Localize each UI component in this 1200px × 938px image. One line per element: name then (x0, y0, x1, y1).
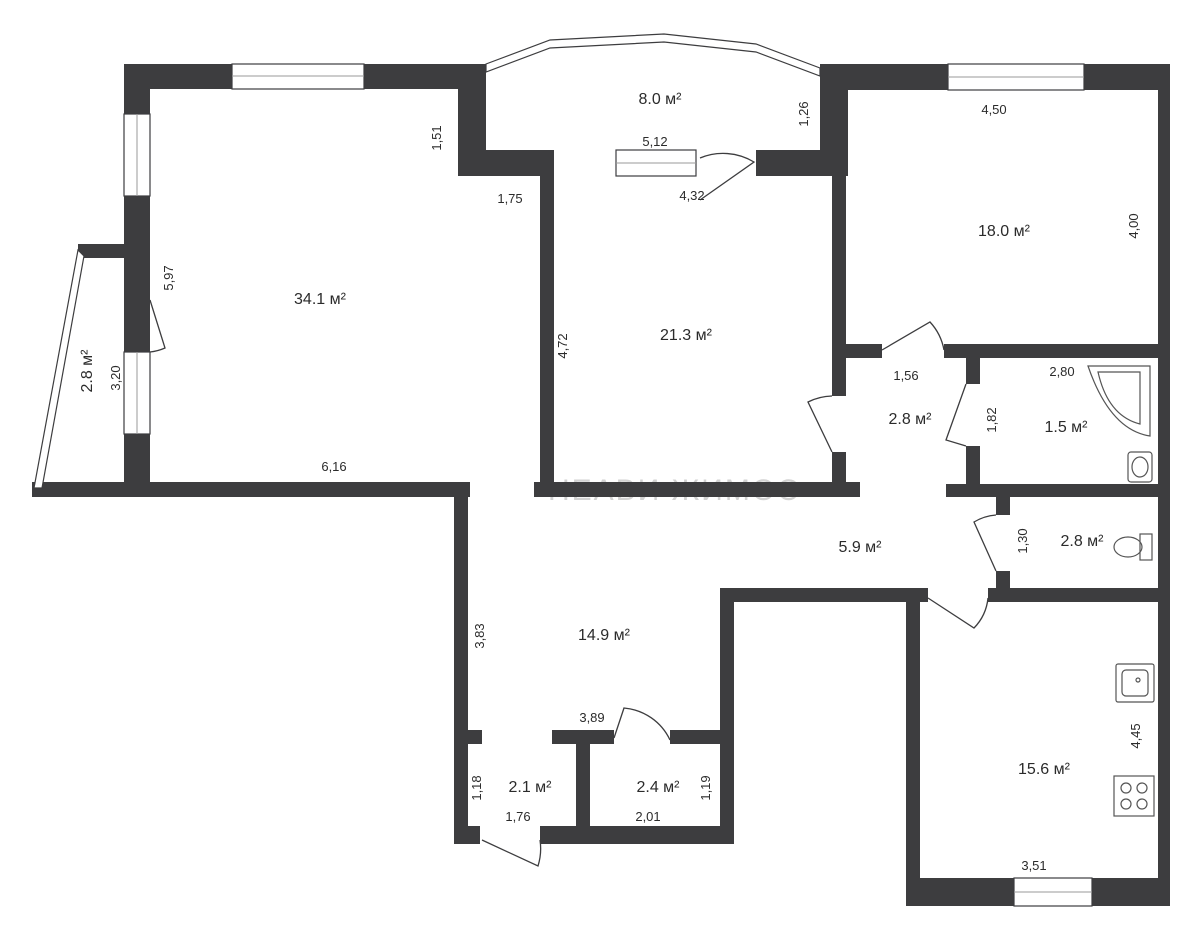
sink-icon (1127, 451, 1153, 483)
area-labels: 34.1 м² 8.0 м² 21.3 м² 18.0 м² 2.8 м² 2.… (79, 91, 1104, 796)
dim-label: 4,45 (1128, 723, 1143, 748)
area-corridor: 5.9 м² (838, 539, 882, 556)
kitchen-sink-icon (1115, 663, 1155, 703)
bathtub-icon (1087, 365, 1151, 437)
dim-label: 1,76 (505, 809, 530, 824)
dim-label: 2,80 (1049, 364, 1074, 379)
dim-label: 3,51 (1021, 858, 1046, 873)
area-hall-small: 2.8 м² (888, 411, 932, 428)
dimension-labels: 1,51 1,75 5,97 3,20 6,16 5,12 4,32 1,26 … (108, 101, 1143, 873)
dim-label: 5,97 (161, 265, 176, 290)
area-bedroom-right: 18.0 м² (978, 223, 1031, 240)
dim-label: 1,18 (469, 775, 484, 800)
fixtures (1087, 365, 1155, 817)
dim-label: 1,51 (429, 125, 444, 150)
doors (149, 152, 997, 867)
dim-label: 3,83 (472, 623, 487, 648)
area-toilet: 2.8 м² (1060, 533, 1104, 550)
area-entrance-hall: 14.9 м² (578, 627, 631, 644)
area-bedroom-middle: 21.3 м² (660, 327, 713, 344)
windows (33, 33, 1093, 907)
dim-label: 2,01 (635, 809, 660, 824)
area-living: 34.1 м² (294, 291, 347, 308)
area-kitchen: 15.6 м² (1018, 761, 1071, 778)
dim-label: 1,19 (698, 775, 713, 800)
dim-label: 4,72 (555, 333, 570, 358)
dim-label: 1,82 (984, 407, 999, 432)
dim-label: 1,26 (796, 101, 811, 126)
dim-label: 4,00 (1126, 213, 1141, 238)
walls (32, 64, 1170, 906)
stove-icon (1113, 775, 1155, 817)
area-bay-balcony: 8.0 м² (638, 91, 682, 108)
dim-label: 3,89 (579, 710, 604, 725)
dim-label: 1,56 (893, 368, 918, 383)
dim-label: 1,30 (1015, 528, 1030, 553)
dim-label: 3,20 (108, 365, 123, 390)
toilet-icon (1113, 533, 1153, 561)
dim-label: 4,50 (981, 102, 1006, 117)
dim-label: 1,75 (497, 191, 522, 206)
area-bathroom: 1.5 м² (1044, 419, 1088, 436)
dim-label: 6,16 (321, 459, 346, 474)
area-storage-left: 2.1 м² (508, 779, 552, 796)
dim-label: 5,12 (642, 134, 667, 149)
area-loggia-left: 2.8 м² (79, 349, 96, 393)
dim-label: 4,32 (679, 188, 704, 203)
area-storage-right: 2.4 м² (636, 779, 680, 796)
